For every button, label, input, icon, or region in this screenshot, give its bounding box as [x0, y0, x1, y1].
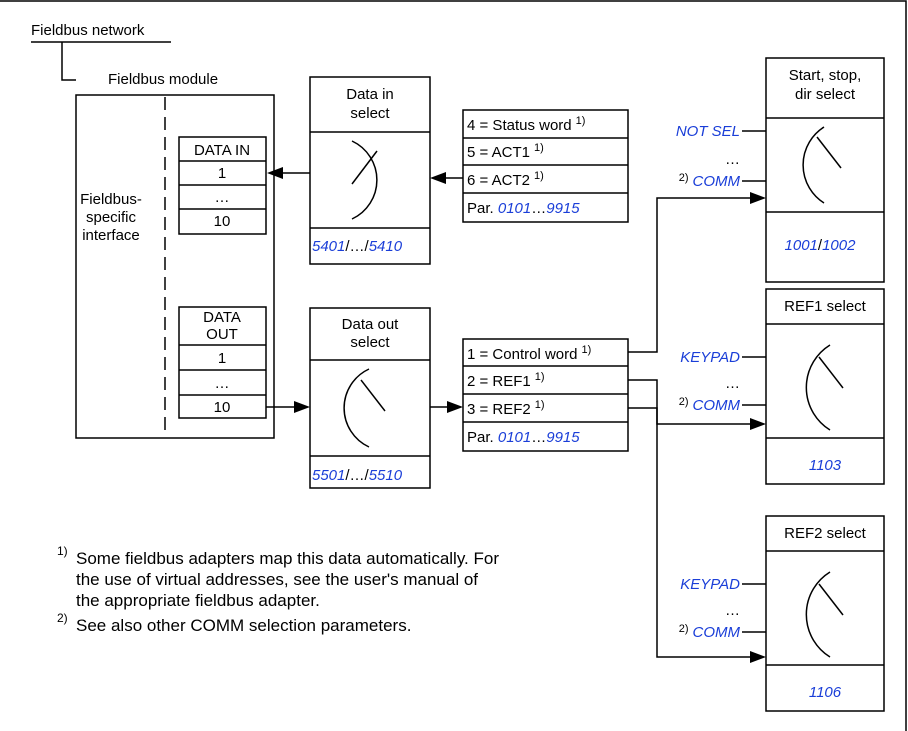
fieldbus-network-line — [31, 41, 171, 81]
selector-dial-icon — [805, 571, 831, 658]
data-out-header-line-1: DATA — [203, 309, 241, 326]
ref1-select-block: REF1 select 1103 — [765, 288, 885, 485]
interface-label-line-3: interface — [82, 227, 140, 244]
data-in-select-block: Data in select 5401/…/5410 — [309, 76, 431, 265]
selector-needle — [816, 136, 842, 169]
start-stop-input-ellipsis: … — [725, 151, 740, 168]
selector-dial-icon — [805, 344, 831, 431]
data-in-row: 10 — [214, 213, 231, 230]
data-in-row: 1 — [218, 165, 226, 182]
data-out-select-params: 5501/…/5510 — [312, 467, 403, 484]
data-in-select-params: 5401/…/5410 — [312, 238, 403, 255]
status-selection-list: 4 = Status word 1) 5 = ACT1 1) 6 = ACT2 … — [462, 109, 629, 223]
ref2-input-comm: 2) COMM — [679, 619, 741, 641]
control-list-par-range: Par. 0101…9915 — [467, 429, 580, 446]
footnote-1-line: the appropriate fieldbus adapter. — [76, 591, 320, 610]
selector-dial-icon — [343, 368, 370, 448]
interface-label-line-2: specific — [86, 209, 137, 226]
ref1-param: 1103 — [809, 457, 842, 474]
selector-needle — [818, 356, 844, 389]
ref1-input-ellipsis: … — [725, 375, 740, 392]
status-list-item: 4 = Status word 1) — [467, 115, 585, 134]
selector-dial-icon — [802, 126, 825, 204]
data-out-row: … — [215, 375, 230, 392]
connector-ref2-to-ref2-select — [628, 407, 752, 658]
arrow-head — [750, 418, 766, 430]
ref2-select-block: REF2 select 1106 — [765, 515, 885, 712]
ref1-input-comm: 2) COMM — [679, 392, 741, 414]
ref2-input-ellipsis: … — [725, 602, 740, 619]
footnote-2-marker: 2) — [57, 611, 68, 625]
data-out-header-line-2: OUT — [206, 326, 238, 343]
arrow-head — [750, 651, 766, 663]
arrow-head — [267, 167, 283, 179]
data-out-row: 10 — [214, 399, 231, 416]
data-out-select-block: Data out select 5501/…/5510 — [309, 307, 431, 489]
data-in-header: DATA IN — [194, 142, 250, 159]
control-list-item: 1 = Control word 1) — [467, 344, 591, 363]
arrow-head — [447, 401, 463, 413]
connector-ref1-to-ref1-select — [628, 379, 752, 425]
selector-dial-icon — [351, 140, 378, 220]
status-list-par-range: Par. 0101…9915 — [467, 200, 580, 217]
arrow-head — [750, 192, 766, 204]
footnote-2-line: See also other COMM selection parameters… — [76, 616, 411, 635]
data-out-select-title-line-2: select — [350, 334, 390, 351]
ref1-input-keypad: KEYPAD — [680, 349, 740, 366]
control-selection-list: 1 = Control word 1) 2 = REF1 1) 3 = REF2… — [462, 338, 629, 452]
data-in-select-title-line-1: Data in — [346, 86, 394, 103]
control-list-item: 3 = REF2 1) — [467, 399, 545, 418]
connector-control-word-to-start-stop — [628, 197, 752, 353]
arrow-head — [294, 401, 310, 413]
status-list-item: 5 = ACT1 1) — [467, 142, 544, 161]
fieldbus-network-label: Fieldbus network — [31, 22, 145, 39]
footnote-1-line: the use of virtual addresses, see the us… — [76, 570, 478, 589]
arrow-head — [430, 172, 446, 184]
status-list-item: 6 = ACT2 1) — [467, 170, 544, 189]
start-stop-title-line-2: dir select — [795, 86, 856, 103]
footnotes: 1) Some fieldbus adapters map this data … — [57, 544, 499, 635]
start-stop-params: 1001/1002 — [785, 237, 857, 254]
start-stop-title-line-1: Start, stop, — [789, 67, 862, 84]
footnote-1-marker: 1) — [57, 544, 68, 558]
interface-label-line-1: Fieldbus- — [80, 191, 142, 208]
data-out-select-title-line-1: Data out — [342, 316, 400, 333]
start-stop-select-block: Start, stop, dir select 1001/1002 — [765, 57, 885, 283]
data-in-row: … — [215, 189, 230, 206]
ref1-title: REF1 select — [784, 298, 867, 315]
start-stop-input-not-sel: NOT SEL — [676, 123, 740, 140]
control-list-item: 2 = REF1 1) — [467, 371, 545, 390]
data-out-table: DATA OUT 1 … 10 — [178, 306, 267, 419]
selector-needle — [351, 150, 378, 185]
start-stop-input-comm: 2) COMM — [679, 168, 741, 190]
data-in-select-title-line-2: select — [350, 105, 390, 122]
selector-needle — [818, 583, 844, 616]
footnote-1-line: Some fieldbus adapters map this data aut… — [76, 549, 499, 568]
data-in-table: DATA IN 1 … 10 — [178, 136, 267, 235]
ref2-title: REF2 select — [784, 525, 867, 542]
fieldbus-module-title: Fieldbus module — [108, 71, 218, 88]
ref2-param: 1106 — [809, 684, 842, 701]
data-out-row: 1 — [218, 350, 226, 367]
selector-needle — [360, 379, 386, 412]
ref2-input-keypad: KEYPAD — [680, 576, 740, 593]
